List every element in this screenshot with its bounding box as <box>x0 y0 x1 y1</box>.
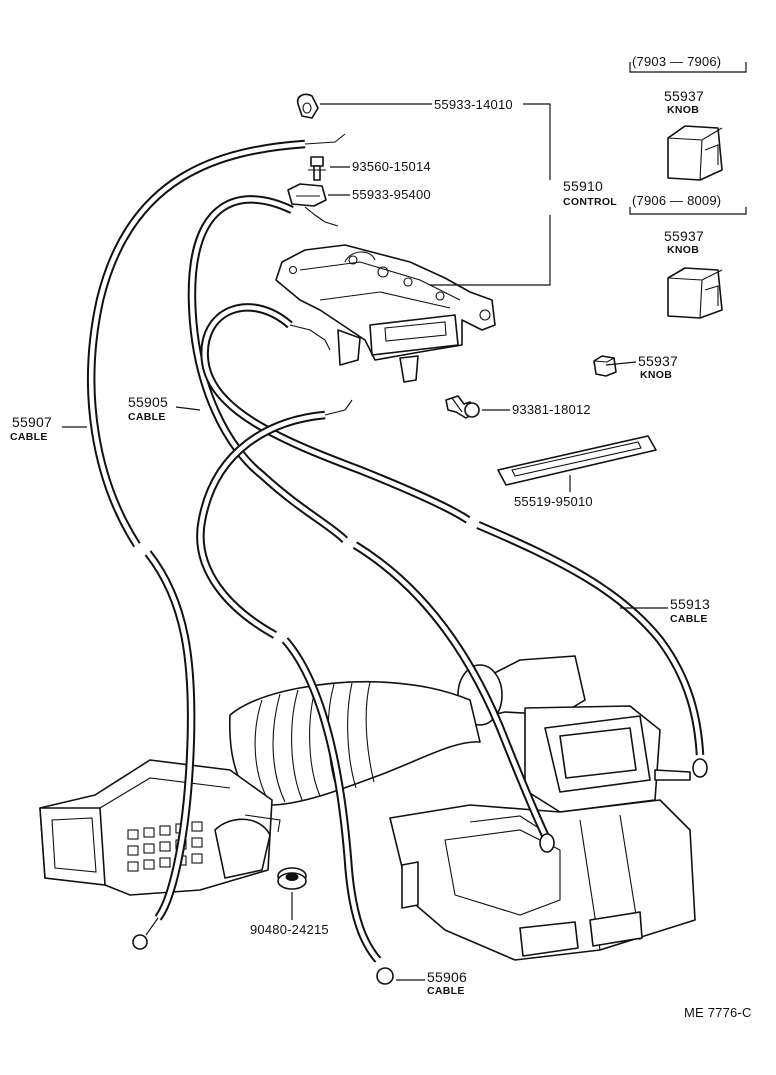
clip-55933-14010 <box>296 93 319 119</box>
callout-93381-18012: 93381-18012 <box>512 402 591 417</box>
callout-55905-sub: CABLE <box>128 411 166 423</box>
control-assembly <box>275 244 496 383</box>
figure-code: ME 7776-C <box>684 1005 752 1020</box>
cable-55913 <box>200 303 708 778</box>
bolt-93381-18012 <box>445 395 480 419</box>
callout-labels: 55933-14010 93560-15014 55933-95400 5591… <box>10 54 752 1020</box>
grommet-90480-24215 <box>277 867 307 890</box>
vent-box <box>39 759 281 896</box>
callout-55913: 55913 <box>670 596 710 612</box>
heater-unit <box>389 655 696 961</box>
callout-55933-95400: 55933-95400 <box>352 187 431 202</box>
callout-55905: 55905 <box>128 394 168 410</box>
callout-55910-sub: CONTROL <box>563 196 617 208</box>
callout-55907: 55907 <box>12 414 52 430</box>
range-label-b: (7906 — 8009) <box>632 193 721 208</box>
range-label-a: (7903 — 7906) <box>632 54 721 69</box>
knob-55937-b <box>667 267 723 319</box>
knob-55937-c <box>593 355 617 377</box>
callout-93560-15014: 93560-15014 <box>352 159 431 174</box>
callout-55937-a-sub: KNOB <box>667 104 699 116</box>
callout-55937-b: 55937 <box>664 228 704 244</box>
leader-lines <box>62 62 747 981</box>
cable-55906 <box>196 399 394 985</box>
plate-55519-95010 <box>497 435 657 486</box>
screw-93560-15014 <box>308 156 326 181</box>
callout-55933-14010: 55933-14010 <box>434 97 513 112</box>
callout-55937-c: 55937 <box>638 353 678 369</box>
callout-55913-sub: CABLE <box>670 613 708 625</box>
clamp-55933-95400 <box>287 183 339 227</box>
callout-55906-sub: CABLE <box>427 985 465 997</box>
callout-55937-b-sub: KNOB <box>667 244 699 256</box>
callout-55906: 55906 <box>427 969 467 985</box>
cable-55905 <box>187 195 555 853</box>
callout-55937-c-sub: KNOB <box>640 369 672 381</box>
air-duct-hose <box>229 680 481 806</box>
knob-55937-a <box>667 125 723 181</box>
callout-55907-sub: CABLE <box>10 431 48 443</box>
cable-55907 <box>86 133 346 950</box>
callout-55937-a: 55937 <box>664 88 704 104</box>
callout-55519-95010: 55519-95010 <box>514 494 593 509</box>
callout-90480-24215: 90480-24215 <box>250 922 329 937</box>
callout-55910: 55910 <box>563 178 603 194</box>
